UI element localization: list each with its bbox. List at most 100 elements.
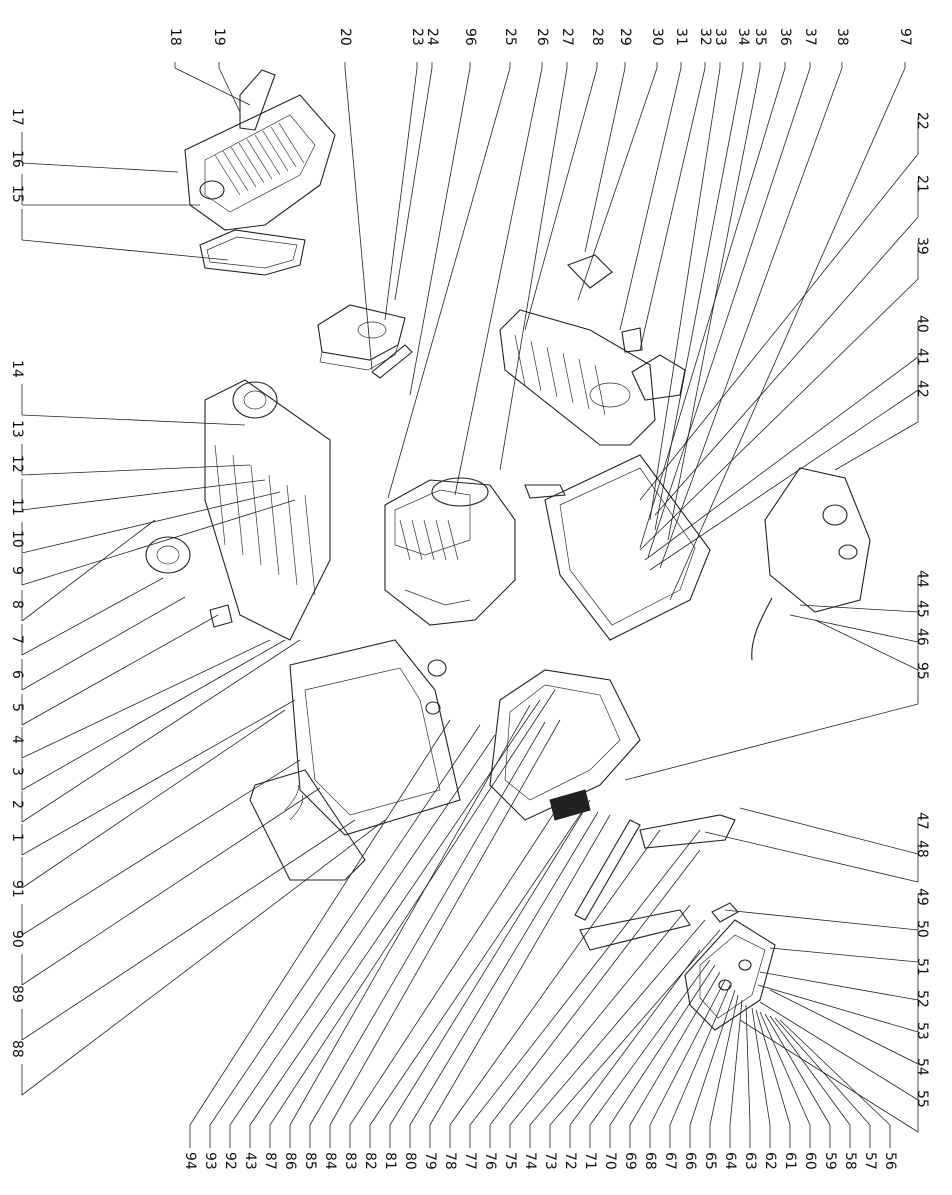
part-label-91: 91 — [9, 880, 25, 898]
lower-housing — [289, 639, 461, 836]
part-label-60: 60 — [802, 1152, 818, 1170]
part-label-61: 61 — [782, 1152, 798, 1170]
part-label-8: 8 — [9, 600, 25, 609]
part-label-42: 42 — [914, 380, 930, 398]
engine-head — [394, 489, 471, 556]
leader-line — [654, 216, 919, 516]
leader-line — [21, 491, 281, 554]
engine-block — [384, 479, 516, 626]
part-label-48: 48 — [914, 840, 930, 858]
part-label-59: 59 — [822, 1152, 838, 1170]
leader-line — [189, 719, 451, 1126]
leader-line — [769, 947, 919, 963]
cover-grille-line — [238, 142, 265, 184]
leader-line — [739, 1019, 919, 1133]
filter-bracket — [371, 344, 413, 379]
leader-line — [639, 153, 919, 501]
air-filter-housing — [317, 304, 406, 361]
leader-line — [21, 464, 251, 476]
cover-gasket-inner — [206, 236, 298, 269]
part-label-90: 90 — [9, 930, 25, 948]
part-label-89: 89 — [9, 985, 25, 1003]
vent-grille — [567, 254, 613, 289]
part-label-20: 20 — [337, 28, 353, 46]
part-label-88: 88 — [9, 1040, 25, 1058]
leader-line — [344, 67, 373, 371]
part-label-47: 47 — [914, 812, 930, 830]
leader-line — [269, 689, 556, 1126]
part-label-35: 35 — [752, 28, 768, 46]
side-panel-rib — [594, 364, 606, 416]
part-label-19: 19 — [211, 28, 227, 46]
front-plate — [249, 769, 366, 881]
side-panel-rib — [578, 358, 590, 410]
fuel-cap — [199, 180, 225, 200]
part-label-34: 34 — [735, 28, 751, 46]
leader-line — [624, 703, 919, 781]
leader-line — [21, 819, 356, 1041]
part-label-84: 84 — [322, 1152, 338, 1170]
leader-line — [764, 1013, 831, 1126]
leader-line — [369, 799, 591, 1126]
part-label-23: 23 — [409, 28, 425, 46]
part-label-57: 57 — [862, 1152, 878, 1170]
leader-line — [21, 519, 156, 622]
leader-line — [389, 811, 584, 1126]
part-label-5: 5 — [9, 703, 25, 712]
part-label-96: 96 — [462, 28, 478, 46]
part-label-52: 52 — [914, 990, 930, 1008]
cover-grille-line — [246, 138, 273, 180]
part-label-45: 45 — [914, 600, 930, 618]
leader-line — [799, 604, 919, 613]
part-label-13: 13 — [9, 420, 25, 438]
cover-grille-line — [214, 154, 241, 196]
leader-line — [21, 162, 179, 173]
leader-line — [629, 971, 721, 1126]
part-label-79: 79 — [422, 1152, 438, 1170]
leader-line — [174, 67, 251, 106]
foot-block — [209, 604, 233, 628]
leader-line — [21, 596, 186, 691]
part-label-62: 62 — [762, 1152, 778, 1170]
leader-line — [409, 811, 599, 1126]
top-cover-inner — [204, 114, 316, 213]
part-label-41: 41 — [914, 348, 930, 366]
frame-outer — [544, 454, 711, 641]
base-frame-rib — [232, 454, 244, 556]
leader-line — [759, 971, 919, 1001]
leader-line — [649, 979, 726, 1126]
control-housing — [489, 669, 641, 821]
leader-line — [21, 639, 286, 791]
part-label-56: 56 — [882, 1152, 898, 1170]
part-label-6: 6 — [9, 670, 25, 679]
leader-line — [649, 67, 721, 521]
part-label-44: 44 — [914, 570, 930, 588]
leader-line — [704, 831, 919, 883]
base-frame-rib — [304, 494, 316, 596]
leader-line — [289, 704, 531, 1126]
part-label-72: 72 — [562, 1152, 578, 1170]
part-label-55: 55 — [914, 1090, 930, 1108]
air-filter-cap — [357, 321, 387, 339]
leader-line — [249, 699, 541, 1126]
leader-line — [329, 719, 561, 1126]
part-label-36: 36 — [777, 28, 793, 46]
leader-line — [21, 709, 286, 889]
side-panel-rib — [514, 334, 526, 386]
part-label-26: 26 — [534, 28, 550, 46]
leader-line — [609, 964, 716, 1126]
panel-clip — [621, 327, 643, 353]
base-frame-rib — [268, 474, 280, 576]
leader-line — [21, 414, 246, 426]
front-plate-decal — [284, 784, 299, 811]
side-panel-rib — [546, 346, 558, 398]
leader-line — [524, 67, 598, 331]
part-label-16: 16 — [9, 150, 25, 168]
leader-line — [709, 994, 739, 1126]
leader-line — [384, 67, 418, 321]
leader-line — [21, 639, 271, 759]
cover-grille-line — [262, 130, 289, 172]
control-panel-face — [699, 934, 766, 1019]
